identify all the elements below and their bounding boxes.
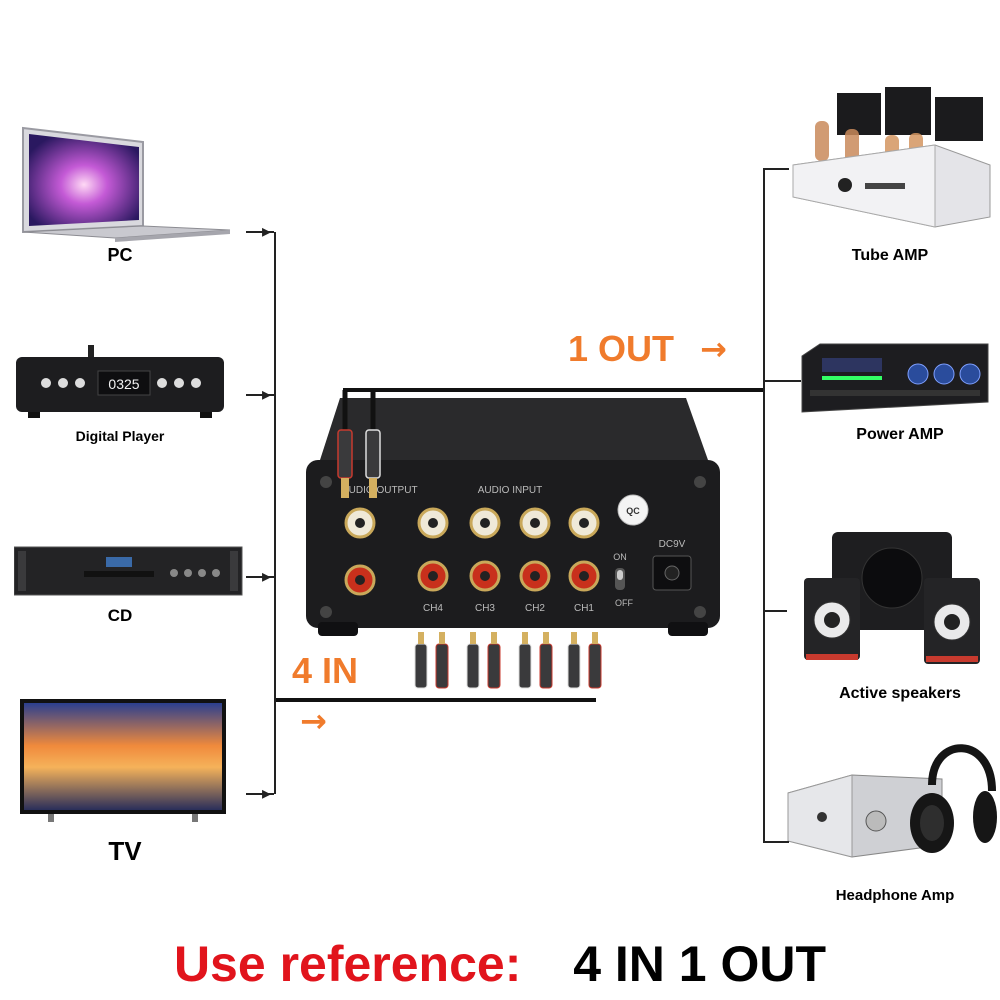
digital-player-image: 0325	[14, 345, 226, 420]
power-amp-connector	[763, 380, 801, 382]
digital-player-display: 0325	[108, 376, 139, 392]
cd-player-image	[13, 543, 244, 601]
audio-switch-device: AUDIO OUTPUT AUDIO INPUT CH4 CH3 CH2 CH1…	[300, 390, 725, 702]
footer-prefix: Use reference:	[173, 936, 522, 992]
power-amp-image	[800, 340, 990, 418]
pc-connector	[246, 231, 274, 233]
headphone-amp-connector	[763, 841, 789, 843]
output-bus-line	[763, 168, 765, 842]
power-label: DC9V	[659, 539, 686, 550]
cd-label: CD	[107, 606, 133, 625]
cd-connector	[246, 576, 274, 578]
input-rca-plugs	[405, 630, 605, 702]
active-speakers-label: Active speakers	[839, 685, 961, 702]
ch2-label: CH2	[525, 603, 545, 614]
audio-input-label: AUDIO INPUT	[478, 485, 542, 496]
pc-arrow-icon: ▸	[262, 221, 272, 242]
input-feed-line	[276, 698, 596, 702]
ch4-label: CH4	[423, 603, 443, 614]
tv-connector	[246, 793, 274, 795]
output-feed-line	[343, 388, 763, 392]
power-amp-label: Power AMP	[856, 426, 944, 443]
tube-amp-connector	[763, 168, 789, 170]
tube-amp-label: Tube AMP	[851, 247, 929, 264]
switch-off-label: OFF	[615, 598, 633, 608]
footer-caption: Use reference: 4 IN 1 OUT	[0, 935, 1000, 993]
digital-player-arrow-icon: ▸	[262, 384, 272, 405]
active-speakers-image	[800, 530, 985, 670]
switch-on-label: ON	[613, 552, 627, 562]
digital-player-connector	[246, 394, 274, 396]
four-in-callout: 4 IN	[292, 650, 359, 691]
digital-player-label: Digital Player	[75, 428, 165, 444]
tv-image	[18, 697, 228, 824]
ch1-label: CH1	[574, 603, 594, 614]
footer-value: 4 IN 1 OUT	[573, 936, 827, 992]
tv-arrow-icon: ▸	[262, 783, 272, 804]
input-bus-line	[274, 232, 276, 794]
headphone-amp-label: Headphone Amp	[835, 887, 955, 904]
one-out-callout: 1 OUT	[568, 328, 675, 369]
pc-laptop-image	[15, 120, 235, 245]
ch3-label: CH3	[475, 603, 495, 614]
cd-arrow-icon: ▸	[262, 566, 272, 587]
headphone-amp-image	[782, 735, 997, 865]
pc-label: PC	[107, 245, 133, 265]
tv-label: TV	[108, 836, 142, 866]
out-arrow-icon: →	[700, 330, 727, 368]
in-arrow-icon: →	[300, 702, 327, 740]
audio-output-label: AUDIO OUTPUT	[342, 485, 418, 496]
qc-sticker-label: QC	[626, 506, 640, 516]
tube-amp-image	[785, 85, 995, 230]
active-speakers-connector	[763, 610, 787, 612]
